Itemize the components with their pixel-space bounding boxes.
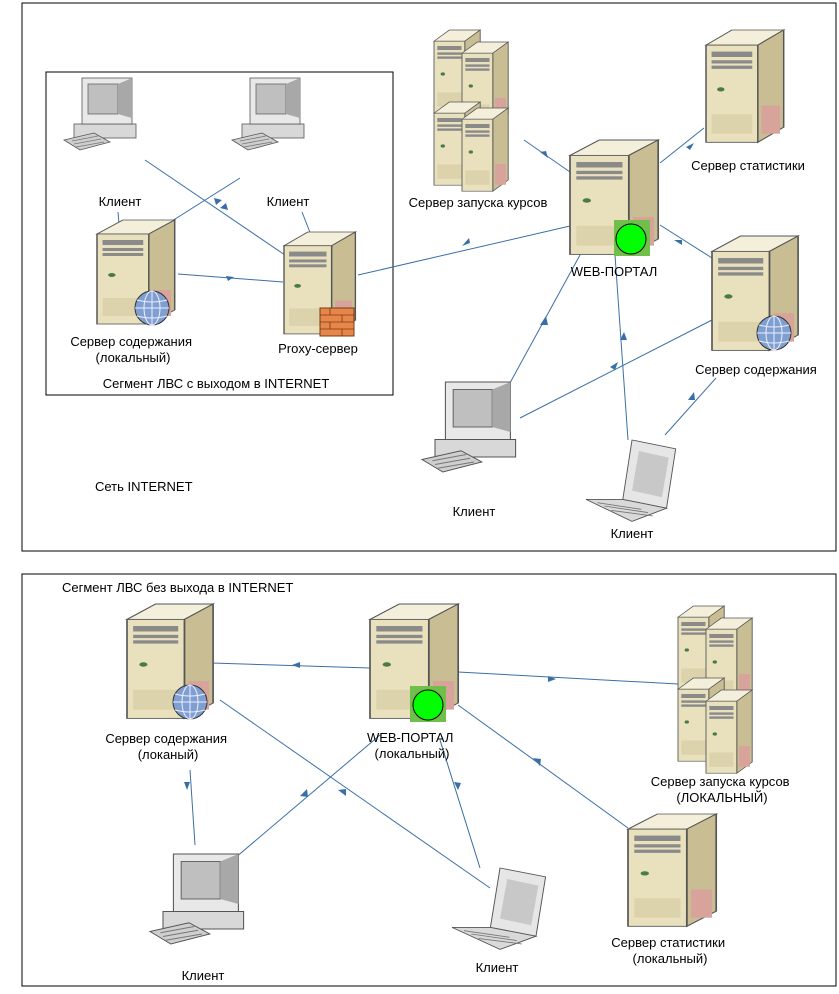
client-left-label: Клиент xyxy=(99,194,142,209)
client-laptop-top-label: Клиент xyxy=(611,526,654,541)
statistics-server-top-label: Сервер статистики xyxy=(691,158,805,173)
internet-label: Сеть INTERNET xyxy=(95,479,193,494)
client-right-label: Клиент xyxy=(267,194,310,209)
statistics-server-bottom-label: Сервер статистики (локальный) xyxy=(611,935,728,966)
status-indicator-icon xyxy=(615,223,647,255)
globe-icon xyxy=(172,684,208,720)
firewall-icon xyxy=(319,307,355,337)
course-launch-server-cluster-top xyxy=(433,29,509,192)
web-portal-top-label: WEB-ПОРТАЛ xyxy=(571,264,657,279)
client-right-desktop xyxy=(231,77,305,151)
content-server-local-bottom-label: Сервер содержания (локаный) xyxy=(105,731,230,762)
client-laptop-bottom xyxy=(451,867,547,951)
web-portal-bottom-label: WEB-ПОРТАЛ (локальный) xyxy=(367,730,457,761)
client-laptop-top xyxy=(585,439,677,522)
internet-frame xyxy=(21,2,837,552)
proxy-server-label: Proxy-сервер xyxy=(278,341,358,356)
course-launch-server-bottom-label: Сервер запуска курсов (ЛОКАЛЬНЫЙ) xyxy=(651,774,793,805)
client-desktop-bottom-label: Клиент xyxy=(182,968,225,983)
statistics-server-bottom xyxy=(626,812,718,928)
client-desktop-bottom xyxy=(149,853,245,945)
lan-without-internet-frame xyxy=(21,573,837,987)
client-desktop-top-label: Клиент xyxy=(453,504,496,519)
statistics-server-top xyxy=(705,29,785,144)
lan-without-internet-caption: Сегмент ЛВС без выхода в INTERNET xyxy=(62,580,293,595)
globe-icon xyxy=(134,290,170,326)
lan-with-internet-frame xyxy=(45,71,394,396)
content-server-local-top-label: Сервер содержания (локальный) xyxy=(70,334,195,365)
client-laptop-bottom-label: Клиент xyxy=(476,960,519,975)
course-launch-server-top-label: Сервер запуска курсов xyxy=(409,195,548,210)
globe-icon xyxy=(756,315,792,351)
lan-with-internet-caption: Сегмент ЛВС с выходом в INTERNET xyxy=(103,376,330,391)
course-launch-server-cluster-bottom xyxy=(677,605,753,774)
client-desktop-top xyxy=(421,381,517,473)
content-server-top-label: Сервер содержания xyxy=(695,362,817,377)
bottom-connectors xyxy=(184,662,679,889)
client-left-desktop xyxy=(63,77,137,151)
status-indicator-icon xyxy=(412,689,444,721)
